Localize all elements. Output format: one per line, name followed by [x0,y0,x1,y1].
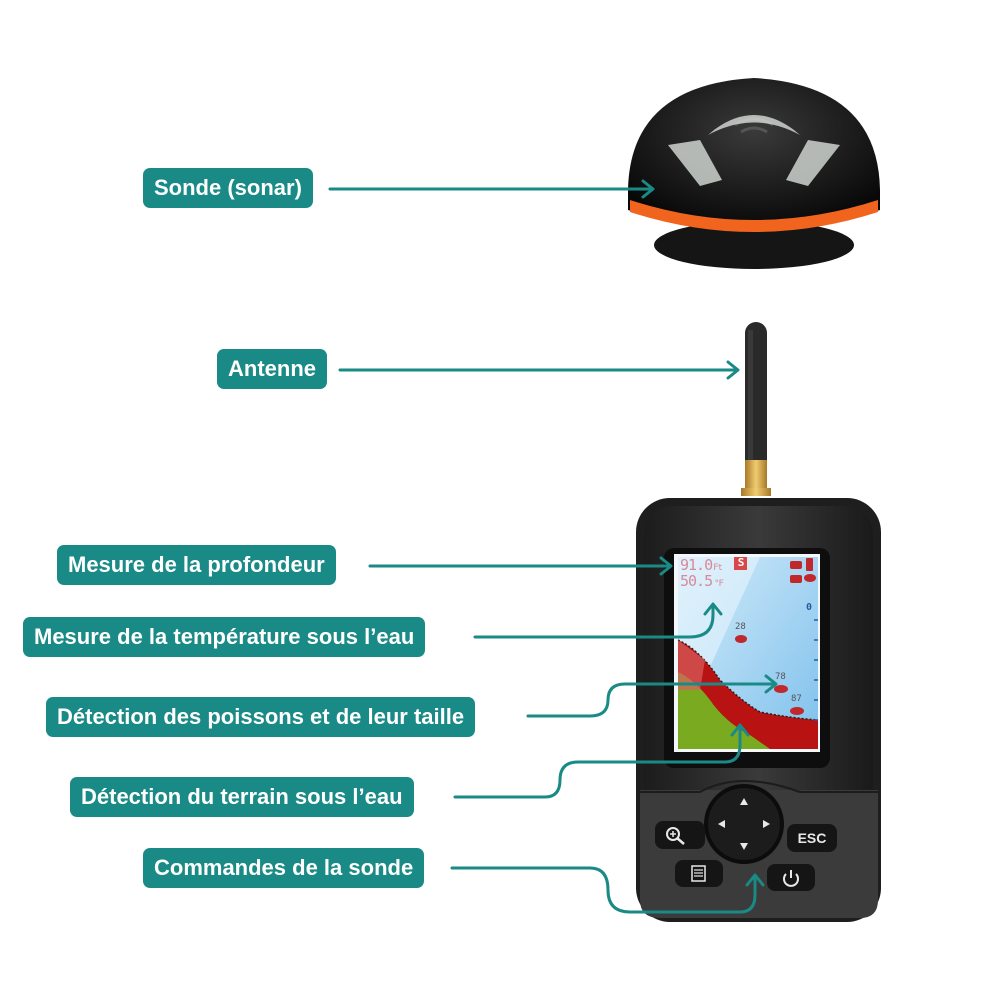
depth-value: 91.0 [680,556,713,574]
dpad-up-button[interactable] [734,792,754,810]
depth-reading: 91.0Ft [680,556,723,574]
fish-size-2: 78 [775,672,786,682]
dpad [704,784,784,864]
dpad-left-button[interactable] [712,814,730,834]
label-antenna: Antenne [217,349,327,389]
label-terrain-detection: Détection du terrain sous l’eau [70,777,414,817]
temp-unit: °F [714,579,724,589]
esc-button[interactable]: ESC [797,830,827,846]
zoom-button[interactable] [655,821,705,849]
temperature-reading: 50.5°F [680,572,724,590]
sonar-display [674,554,820,752]
depth-unit: Ft [713,563,723,573]
sonar-puck [628,78,880,269]
antenna [741,322,771,496]
label-sonar: Sonde (sonar) [143,168,313,208]
fish-size-1: 28 [735,622,746,632]
mode-badge: S [737,556,745,569]
depth-scale-top: 0 [806,602,813,613]
control-buttons [655,821,837,891]
label-controls: Commandes de la sonde [143,848,425,888]
power-button[interactable] [767,864,815,891]
fish-size-3: 87 [791,694,802,704]
label-fish-detection: Détection des poissons et de leur taille [46,697,476,737]
callout-lines [328,179,778,914]
menu-button[interactable] [675,860,723,887]
dpad-down-button[interactable] [734,838,754,856]
temp-value: 50.5 [680,572,713,590]
dpad-right-button[interactable] [758,814,776,834]
label-temperature: Mesure de la température sous l’eau [23,617,426,657]
label-depth: Mesure de la profondeur [57,545,336,585]
